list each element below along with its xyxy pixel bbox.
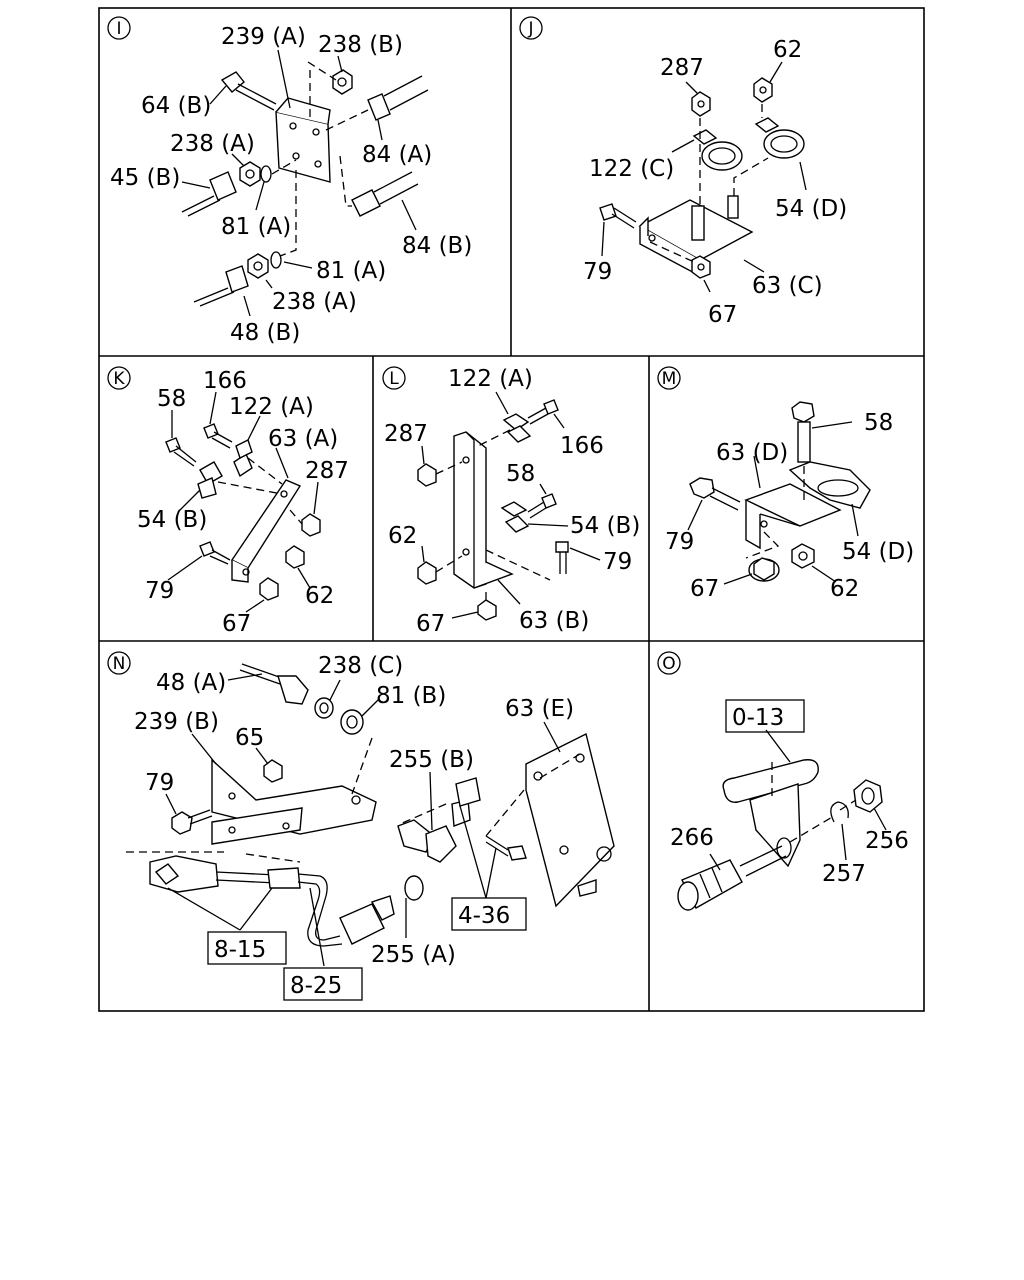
panel-i-marker bbox=[107, 16, 131, 40]
callout-label: 63 (E) bbox=[505, 696, 574, 722]
panel-o-marker bbox=[657, 651, 681, 675]
callout-label: 79 bbox=[665, 529, 694, 555]
callout-label: 79 bbox=[145, 578, 174, 604]
callout-label: 166 bbox=[560, 433, 604, 459]
ref-label: 4-36 bbox=[458, 903, 510, 929]
panel-n: N bbox=[107, 651, 615, 1001]
callout-label: 81 (A) bbox=[316, 258, 386, 284]
callout-label: 122 (C) bbox=[589, 156, 674, 182]
panel-m-id: M bbox=[662, 369, 677, 389]
callout-label: 63 (C) bbox=[752, 273, 823, 299]
callout-label: 239 (A) bbox=[221, 24, 306, 50]
callout-label: 255 (A) bbox=[371, 942, 456, 968]
panel-j: J bbox=[519, 16, 847, 328]
callout-label: 58 bbox=[506, 461, 535, 487]
callout-label: 62 bbox=[773, 37, 802, 63]
callout-label: 238 (B) bbox=[318, 32, 403, 58]
callout-label: 64 (B) bbox=[141, 93, 211, 119]
callout-label: 84 (B) bbox=[402, 233, 472, 259]
callout-label: 287 bbox=[660, 55, 704, 81]
callout-label: 257 bbox=[822, 861, 866, 887]
callout-label: 48 (B) bbox=[230, 320, 300, 346]
callout-label: 122 (A) bbox=[229, 394, 314, 420]
panel-l-marker bbox=[382, 366, 406, 390]
callout-label: 255 (B) bbox=[389, 747, 474, 773]
callout-label: 79 bbox=[145, 770, 174, 796]
panel-m-marker bbox=[657, 366, 681, 390]
panel-m-drawing bbox=[687, 401, 871, 585]
callout-label: 62 bbox=[388, 523, 417, 549]
callout-label: 79 bbox=[603, 549, 632, 575]
ref-box-4-36[interactable]: 4-36 bbox=[451, 897, 527, 931]
panel-k: K bbox=[107, 366, 349, 637]
panel-i-id: I bbox=[116, 19, 121, 39]
panel-n-drawing bbox=[126, 663, 615, 967]
panel-o-id: O bbox=[662, 654, 675, 674]
panel-n-marker bbox=[107, 651, 131, 675]
panel-i: I bbox=[107, 16, 472, 346]
callout-label: 58 bbox=[864, 410, 893, 436]
ref-box-8-25[interactable]: 8-25 bbox=[283, 967, 363, 1001]
callout-label: 287 bbox=[384, 421, 428, 447]
panel-l-id: L bbox=[389, 369, 399, 389]
ref-box-0-13[interactable]: 0-13 bbox=[725, 699, 805, 733]
panel-k-drawing bbox=[165, 391, 321, 613]
panel-l: L bbox=[382, 366, 640, 637]
panel-j-id: J bbox=[527, 19, 533, 39]
callout-label: 266 bbox=[670, 825, 714, 851]
ref-label: 0-13 bbox=[732, 705, 784, 731]
callout-label: 45 (B) bbox=[110, 165, 180, 191]
callout-label: 67 bbox=[416, 611, 445, 637]
panel-k-marker bbox=[107, 366, 131, 390]
callout-label: 81 (B) bbox=[376, 683, 446, 709]
ref-label: 8-25 bbox=[290, 973, 342, 999]
panel-o: O 0-13 bbox=[657, 651, 909, 911]
callout-label: 54 (D) bbox=[842, 539, 914, 565]
callout-label: 122 (A) bbox=[448, 366, 533, 392]
callout-label: 54 (D) bbox=[775, 196, 847, 222]
callout-label: 67 bbox=[222, 611, 251, 637]
callout-label: 48 (A) bbox=[156, 670, 226, 696]
callout-label: 63 (D) bbox=[716, 440, 788, 466]
callout-label: 63 (B) bbox=[519, 608, 589, 634]
callout-label: 238 (A) bbox=[272, 289, 357, 315]
callout-label: 81 (A) bbox=[221, 214, 291, 240]
callout-label: 238 (A) bbox=[170, 131, 255, 157]
callout-label: 166 bbox=[203, 368, 247, 394]
callout-label: 239 (B) bbox=[134, 709, 219, 735]
callout-label: 62 bbox=[830, 576, 859, 602]
panel-j-drawing bbox=[599, 61, 807, 293]
panel-n-id: N bbox=[113, 654, 126, 674]
panel-o-drawing bbox=[677, 729, 887, 911]
panel-i-drawing bbox=[181, 49, 429, 317]
callout-label: 287 bbox=[305, 458, 349, 484]
callout-label: 62 bbox=[305, 583, 334, 609]
callout-label: 79 bbox=[583, 259, 612, 285]
callout-label: 67 bbox=[708, 302, 737, 328]
panel-l-drawing bbox=[417, 391, 601, 621]
callout-label: 256 bbox=[865, 828, 909, 854]
callout-label: 238 (C) bbox=[318, 653, 403, 679]
callout-label: 65 bbox=[235, 725, 264, 751]
callout-label: 58 bbox=[157, 386, 186, 412]
callout-label: 67 bbox=[690, 576, 719, 602]
callout-label: 54 (B) bbox=[570, 513, 640, 539]
callout-label: 84 (A) bbox=[362, 142, 432, 168]
panel-j-marker bbox=[519, 16, 543, 40]
ref-label: 8-15 bbox=[214, 937, 266, 963]
ref-box-8-15[interactable]: 8-15 bbox=[207, 931, 287, 965]
callout-label: 63 (A) bbox=[268, 426, 338, 452]
callout-label: 54 (B) bbox=[137, 507, 207, 533]
panel-k-id: K bbox=[113, 369, 125, 389]
panel-m: M bbox=[657, 366, 914, 602]
panel-frame bbox=[98, 7, 925, 1012]
